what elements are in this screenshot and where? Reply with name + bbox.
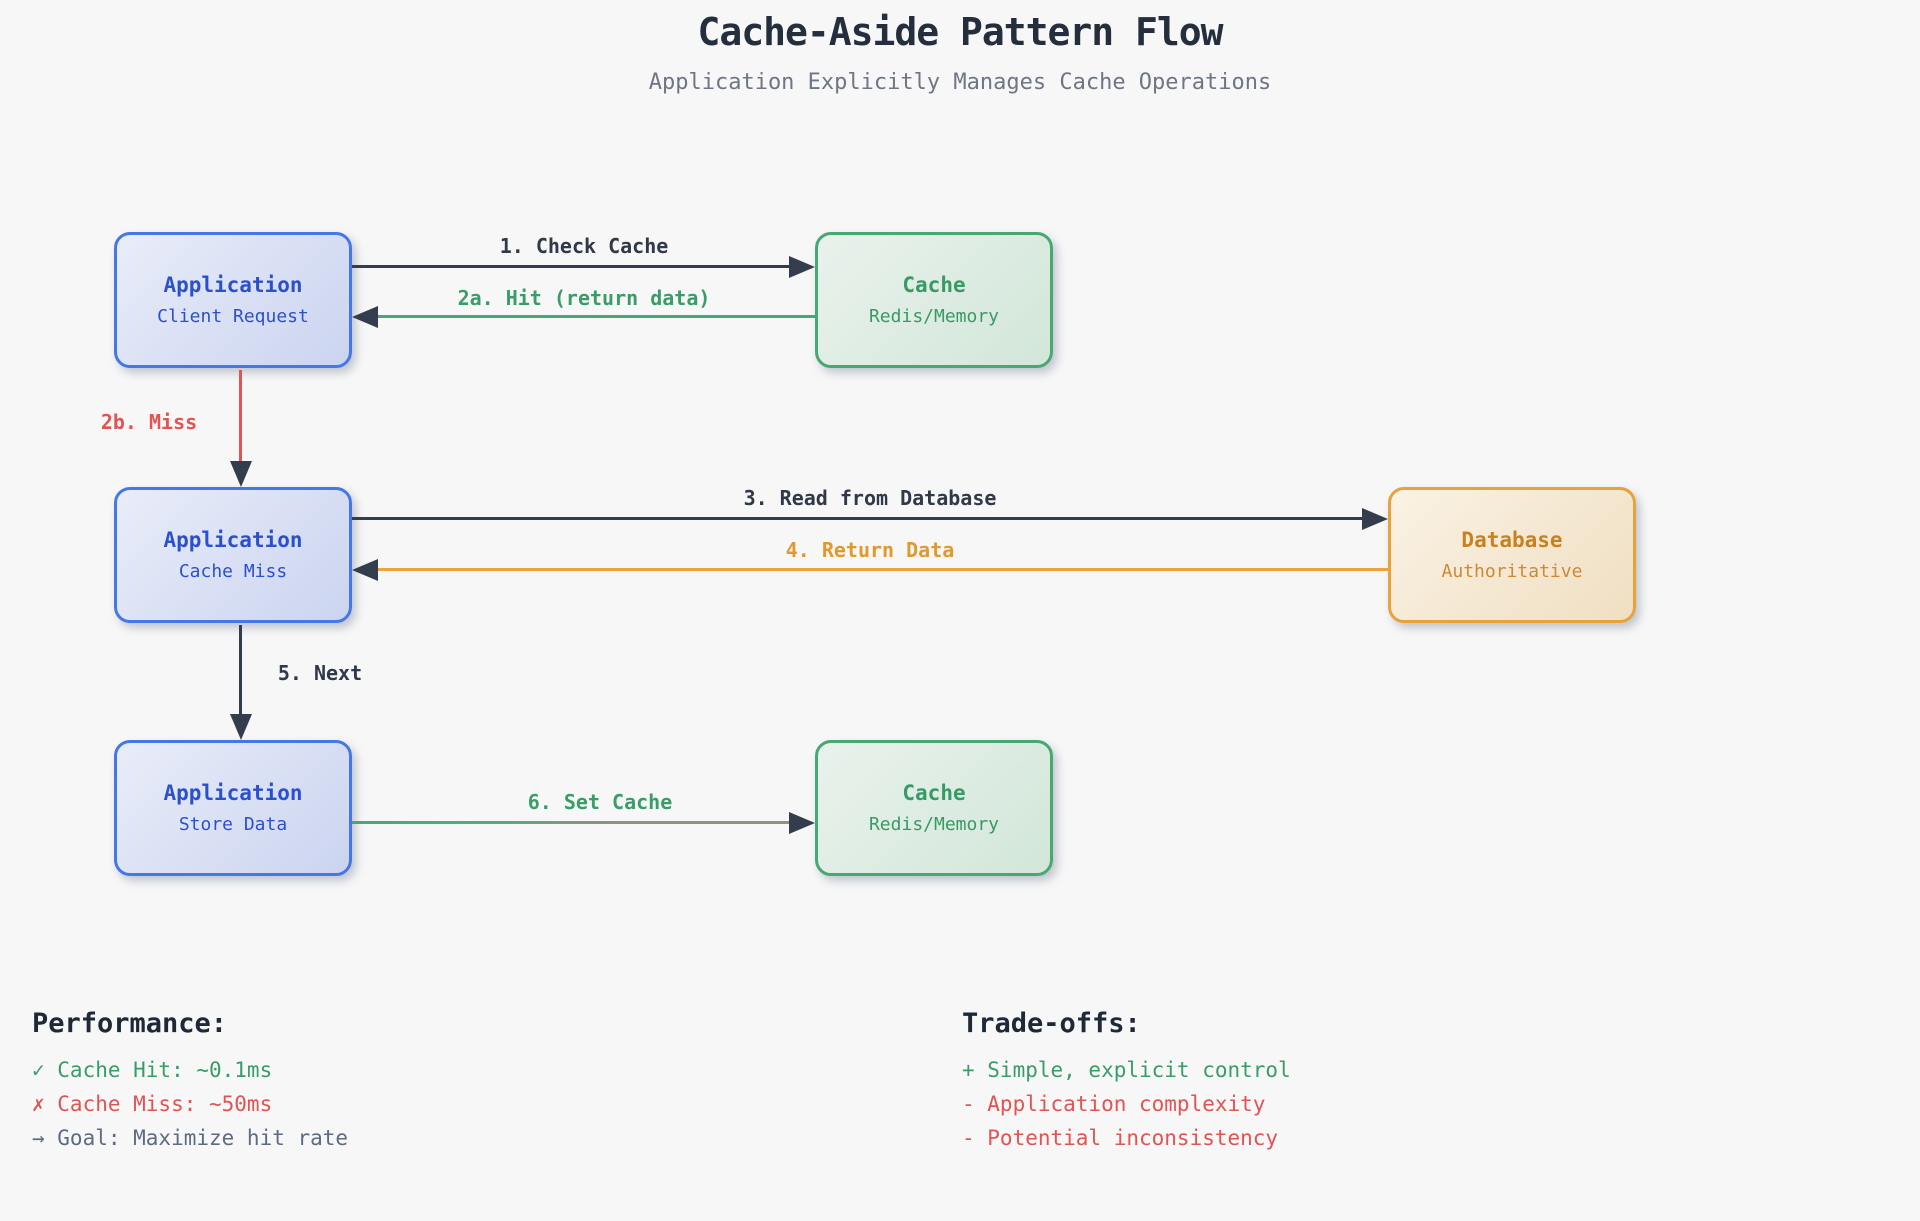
tradeoff-item-inconsistency: - Potential inconsistency [962, 1126, 1279, 1150]
arrow-return-data-line [378, 568, 1388, 571]
label-set-cache: 6. Set Cache [527, 790, 673, 814]
node-subtitle: Redis/Memory [868, 306, 1000, 327]
tradeoff-item-app-complexity: - Application complexity [962, 1092, 1266, 1116]
performance-item-cache-miss: ✗ Cache Miss: ~50ms [32, 1092, 273, 1116]
node-title: Application [163, 528, 303, 552]
tradeoffs-section: Trade-offs: + Simple, explicit control -… [962, 1008, 1291, 1155]
label-return-data: 4. Return Data [785, 538, 955, 562]
arrow-cache-hit-line [378, 315, 815, 318]
label-check-cache: 1. Check Cache [499, 234, 669, 258]
node-subtitle: Authoritative [1441, 561, 1583, 582]
arrow-read-database-line [352, 517, 1366, 520]
page-subtitle: Application Explicitly Manages Cache Ope… [648, 70, 1272, 95]
arrow-cache-miss-line [239, 370, 242, 462]
label-cache-hit: 2a. Hit (return data) [457, 286, 711, 310]
performance-item-goal: → Goal: Maximize hit rate [32, 1126, 349, 1150]
label-next: 5. Next [277, 661, 363, 685]
arrow-next-head-icon [230, 714, 252, 740]
node-title: Cache [902, 781, 966, 805]
node-subtitle: Client Request [157, 306, 309, 327]
node-subtitle: Cache Miss [178, 561, 288, 582]
arrow-next-line [239, 625, 242, 715]
performance-section: Performance: ✓ Cache Hit: ~0.1ms ✗ Cache… [32, 1008, 348, 1155]
arrow-return-data-head-icon [352, 559, 378, 581]
node-title: Cache [902, 273, 966, 297]
node-title: Application [163, 273, 303, 297]
node-title: Application [163, 781, 303, 805]
database-node: Database Authoritative [1388, 487, 1636, 623]
arrow-set-cache-line [352, 821, 793, 824]
node-title: Database [1461, 528, 1563, 552]
arrow-check-cache-line [352, 265, 793, 268]
app-cache-miss-node: Application Cache Miss [114, 487, 352, 623]
label-cache-miss: 2b. Miss [100, 410, 198, 434]
performance-item-cache-hit: ✓ Cache Hit: ~0.1ms [32, 1058, 273, 1082]
arrow-read-database-head-icon [1362, 508, 1388, 530]
app-store-data-node: Application Store Data [114, 740, 352, 876]
node-subtitle: Store Data [178, 814, 288, 835]
tradeoffs-heading: Trade-offs: [962, 1008, 1141, 1039]
tradeoff-item-simple-control: + Simple, explicit control [962, 1058, 1291, 1082]
app-client-request-node: Application Client Request [114, 232, 352, 368]
performance-heading: Performance: [32, 1008, 228, 1039]
cache-top-node: Cache Redis/Memory [815, 232, 1053, 368]
node-subtitle: Redis/Memory [868, 814, 1000, 835]
label-read-database: 3. Read from Database [743, 486, 997, 510]
arrow-set-cache-head-icon [789, 812, 815, 834]
arrow-cache-hit-head-icon [352, 306, 378, 328]
arrow-cache-miss-head-icon [230, 461, 252, 487]
arrow-check-cache-head-icon [789, 256, 815, 278]
cache-bottom-node: Cache Redis/Memory [815, 740, 1053, 876]
page-title: Cache-Aside Pattern Flow [697, 10, 1223, 54]
